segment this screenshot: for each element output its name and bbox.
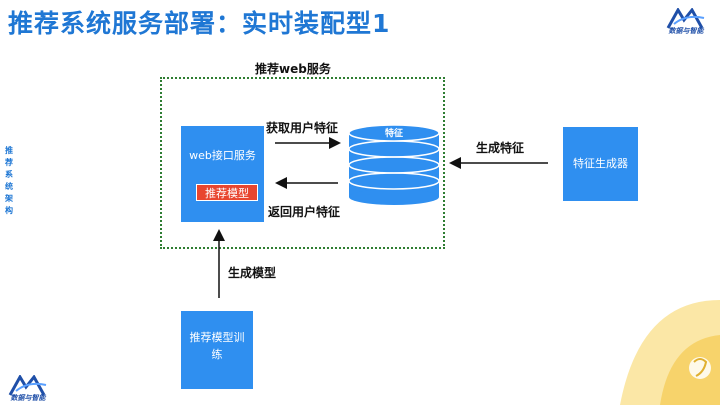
logo-text: 数据与智能 [668,27,704,35]
page-title: 推荐系统服务部署：实时装配型1 [8,9,391,38]
edge-label-return-features: 返回用户特征 [268,205,341,219]
brand-logo-top: 数据与智能 [664,7,708,36]
logo-icon [8,374,47,396]
training-label: 推荐模型训练 [189,331,245,361]
edge-label-generate-features: 生成特征 [476,141,525,155]
web-service-node: web接口服务 [181,126,264,222]
training-node: 推荐模型训练 [181,311,253,389]
model-tag: 推荐模型 [196,184,258,201]
container-label: 推荐web服务 [255,62,331,76]
edge-label-generate-model: 生成模型 [228,266,277,280]
edge-label-get-features: 获取用户特征 [266,121,339,135]
web-service-label: web接口服务 [189,149,256,162]
feature-store-label: 特征 [384,129,403,139]
feature-generator-label: 特征生成器 [573,157,628,170]
feature-generator-node: 特征生成器 [563,127,638,201]
logo-text: 数据与智能 [10,394,46,402]
side-section-label: 推荐系统架构 [5,146,13,215]
brand-logo-bottom: 数据与智能 [6,374,50,403]
logo-icon [666,7,705,29]
database-icon [348,124,440,205]
web-service-container [160,77,445,249]
